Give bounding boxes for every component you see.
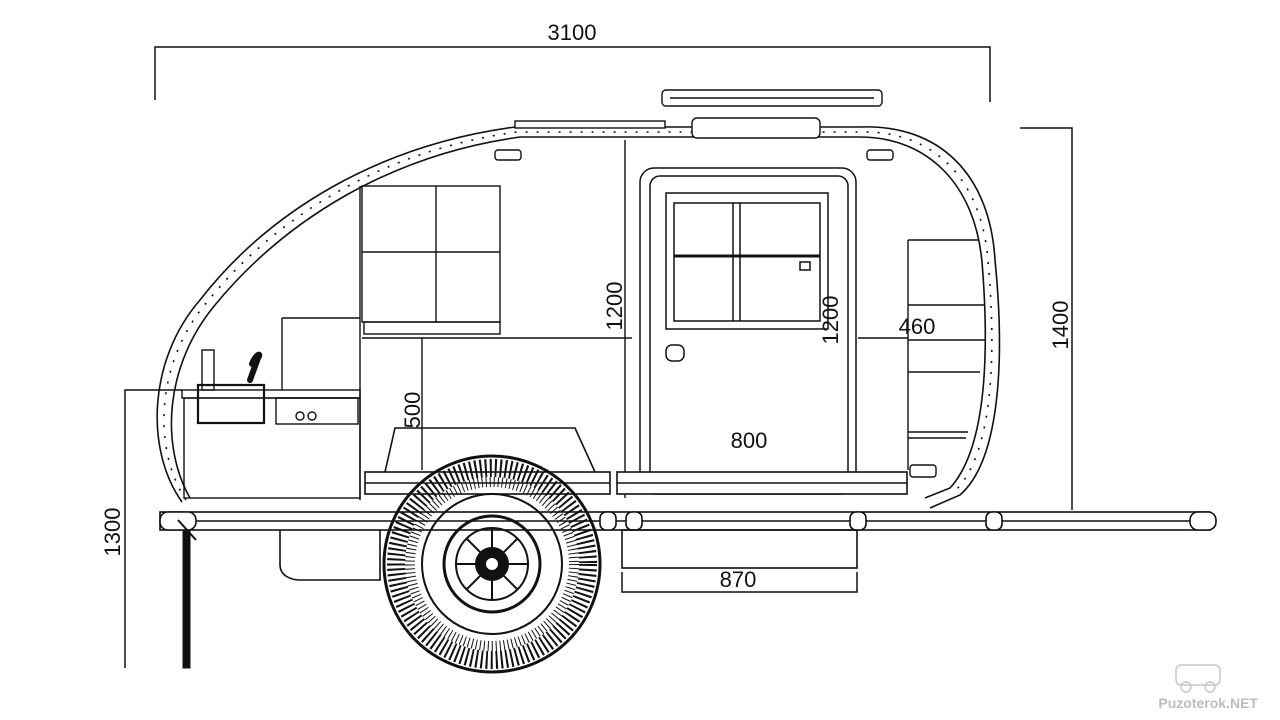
beam-clamp-3 xyxy=(985,511,1003,531)
rear-shelf-depth-label: 460 xyxy=(899,314,936,339)
overall-length-dimension-line xyxy=(154,46,991,102)
galley-post xyxy=(201,349,215,391)
watermark-logo-body xyxy=(1175,664,1221,686)
hub-cap xyxy=(484,556,500,572)
dimension-lines xyxy=(124,46,1073,668)
stove-cooktop-icon xyxy=(275,397,359,425)
beam-clamp-1 xyxy=(625,511,643,531)
front-marker-light-icon xyxy=(494,149,522,161)
roof-items xyxy=(494,89,894,161)
tire-outer xyxy=(382,454,602,674)
shell-rib-pattern xyxy=(163,131,993,501)
water-tank xyxy=(279,530,381,581)
door-window-glass xyxy=(673,202,821,322)
total-height-dimension-line xyxy=(1020,127,1073,510)
rim xyxy=(442,514,542,614)
cabinet-height-label: 1200 xyxy=(602,282,627,331)
door-window-latch-icon xyxy=(799,261,811,271)
rear-tail-light-icon xyxy=(909,464,937,478)
side-door xyxy=(639,167,857,495)
faucet-icon xyxy=(247,351,263,383)
fender-bracket xyxy=(384,427,596,473)
step-width-dimension-line xyxy=(621,572,858,593)
step-box xyxy=(621,529,858,569)
watermark-logo-wheel-2 xyxy=(1204,681,1216,693)
roof-rail xyxy=(514,120,666,129)
tire-tread xyxy=(387,459,597,669)
hitch-height-dimension-line xyxy=(124,389,182,668)
chassis-frame xyxy=(159,427,1217,581)
rear-shelving xyxy=(858,239,985,478)
sink-basin-icon xyxy=(196,383,266,425)
rear-beam-cap xyxy=(1189,511,1217,531)
stove-knob-icon xyxy=(295,411,305,421)
wheel-icon xyxy=(382,454,602,674)
watermark-logo-icon xyxy=(1175,664,1221,693)
galley-cabinet xyxy=(183,397,361,499)
door-handle-icon xyxy=(665,344,685,362)
hitch-height-label: 1300 xyxy=(100,508,125,557)
tire-inner xyxy=(421,493,563,635)
galley-height-label: 500 xyxy=(400,392,425,429)
roof-vent-icon xyxy=(691,117,821,139)
upper-cabinet xyxy=(361,185,501,323)
beam-clamp-4 xyxy=(599,511,617,531)
watermark-logo-wheel-1 xyxy=(1180,681,1192,693)
door-window-frame xyxy=(665,192,829,330)
overall-length-label: 3100 xyxy=(548,20,597,45)
galley-kitchen xyxy=(181,349,361,499)
jack-stand xyxy=(182,529,191,669)
beam-clamp-2 xyxy=(849,511,867,531)
watermark: Puzoterok.NET xyxy=(1158,664,1258,711)
shell-inner-outline xyxy=(170,136,987,499)
interior-structure xyxy=(281,140,632,500)
hitch-jack xyxy=(177,519,197,669)
door-width-label: 800 xyxy=(731,428,768,453)
door-height-label: 1200 xyxy=(818,296,843,345)
step-width-label: 870 xyxy=(720,567,757,592)
rear-marker-light-icon xyxy=(866,149,894,161)
jack-brace xyxy=(177,519,197,541)
tire-sidewall xyxy=(405,477,579,651)
total-height-label: 1400 xyxy=(1048,301,1073,350)
stove-knob-icon-2 xyxy=(307,411,317,421)
upper-cabinet-base xyxy=(363,321,501,335)
watermark-text: Puzoterok.NET xyxy=(1158,695,1258,711)
galley-counter xyxy=(181,389,361,399)
